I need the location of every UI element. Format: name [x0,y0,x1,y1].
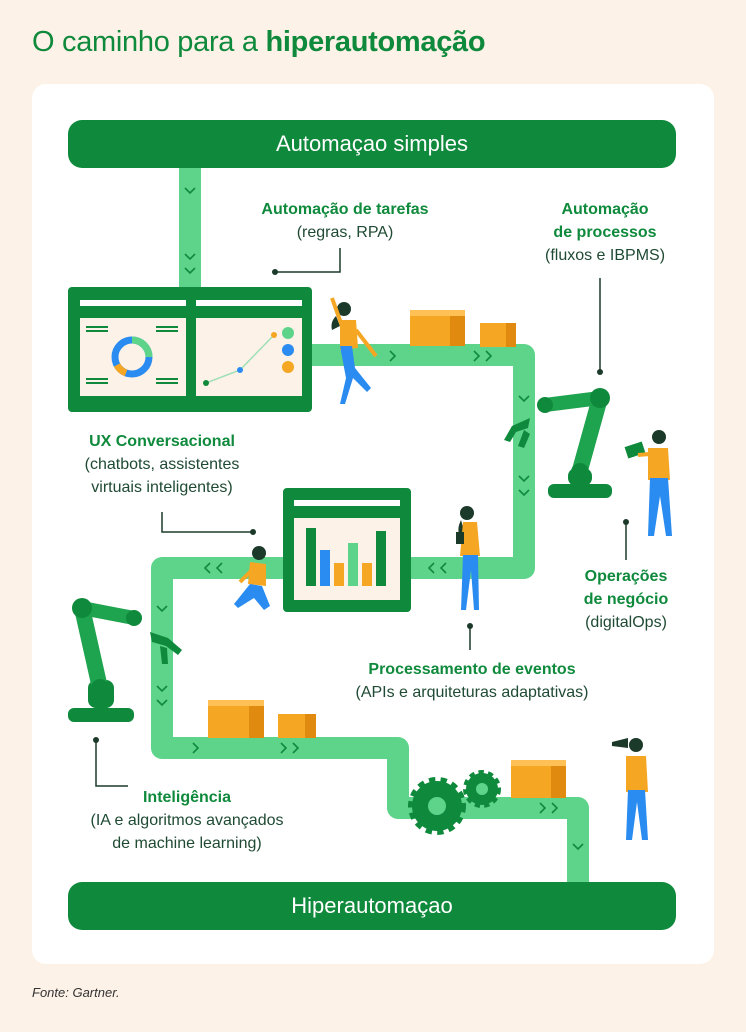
label-event-processing: Processamento de eventos (APIs e arquite… [355,661,589,701]
conveyor-chevrons [156,187,584,851]
boxes [208,310,566,798]
person-icon [624,430,672,536]
source-note: Fonte: Gartner. [32,985,120,1000]
label-conversational-ux: UX Conversacional (chatbots, assistentes… [84,433,240,496]
label-process-automation: Automação de processos (fluxos e IBPMS) [544,201,666,264]
person-icon [330,297,378,404]
person-icon [612,738,648,840]
page-title: O caminho para a hiperautomação [32,26,486,58]
robot-arm-icon [504,388,612,498]
hyperautomation-bar: Hiperautomaçao [68,882,676,930]
label-task-automation: Automação de tarefas (regras, RPA) [261,201,429,241]
person-icon [234,546,270,610]
gears-icon [408,770,501,835]
person-icon [456,506,480,610]
bar-chart-monitor [283,488,411,612]
connector-lines [95,248,627,787]
dashboard-monitor [68,287,312,412]
simple-automation-bar: Automaçao simples [68,120,676,168]
label-intelligence: Inteligência (IA e algoritmos avançados … [90,789,284,852]
robot-arm-icon [68,598,182,722]
label-business-operations: Operações de negócio (digitalOps) [583,568,669,631]
